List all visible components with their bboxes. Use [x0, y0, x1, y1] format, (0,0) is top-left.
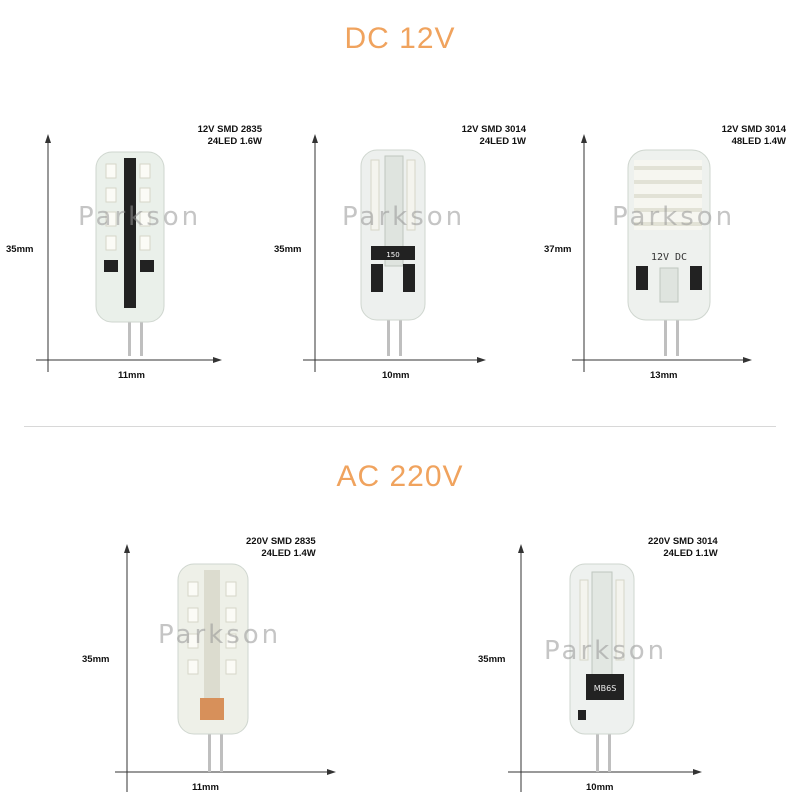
width-label: 11mm: [118, 370, 145, 381]
width-label: 11mm: [192, 782, 219, 793]
g4-led-bulb-icon: [95, 151, 165, 356]
dimension-axes: [36, 134, 222, 372]
section-divider: [24, 426, 776, 427]
height-label: 37mm: [544, 244, 572, 255]
height-label: 35mm: [478, 654, 506, 665]
svg-text:MB6S: MB6S: [594, 684, 617, 693]
g4-led-bulb-icon: 150: [360, 149, 426, 356]
svg-text:12V DC: 12V DC: [651, 252, 687, 263]
height-label: 35mm: [274, 244, 302, 255]
dimension-axes: [572, 134, 752, 372]
g4-led-bulb-icon: [177, 563, 249, 772]
width-label: 10mm: [586, 782, 614, 793]
g4-led-bulb-icon: MB6S: [569, 563, 635, 772]
height-label: 35mm: [6, 244, 34, 255]
width-label: 10mm: [382, 370, 410, 381]
height-label: 35mm: [82, 654, 110, 665]
dimension-axes: [303, 134, 486, 372]
section-title-dc: DC 12V: [344, 22, 456, 55]
svg-text:150: 150: [386, 251, 399, 259]
g4-led-bulb-icon: 12V DC: [627, 149, 711, 356]
dimension-axes: [508, 544, 702, 792]
dimension-axes: [115, 544, 336, 792]
width-label: 13mm: [650, 370, 678, 381]
section-title-ac: AC 220V: [336, 460, 464, 493]
